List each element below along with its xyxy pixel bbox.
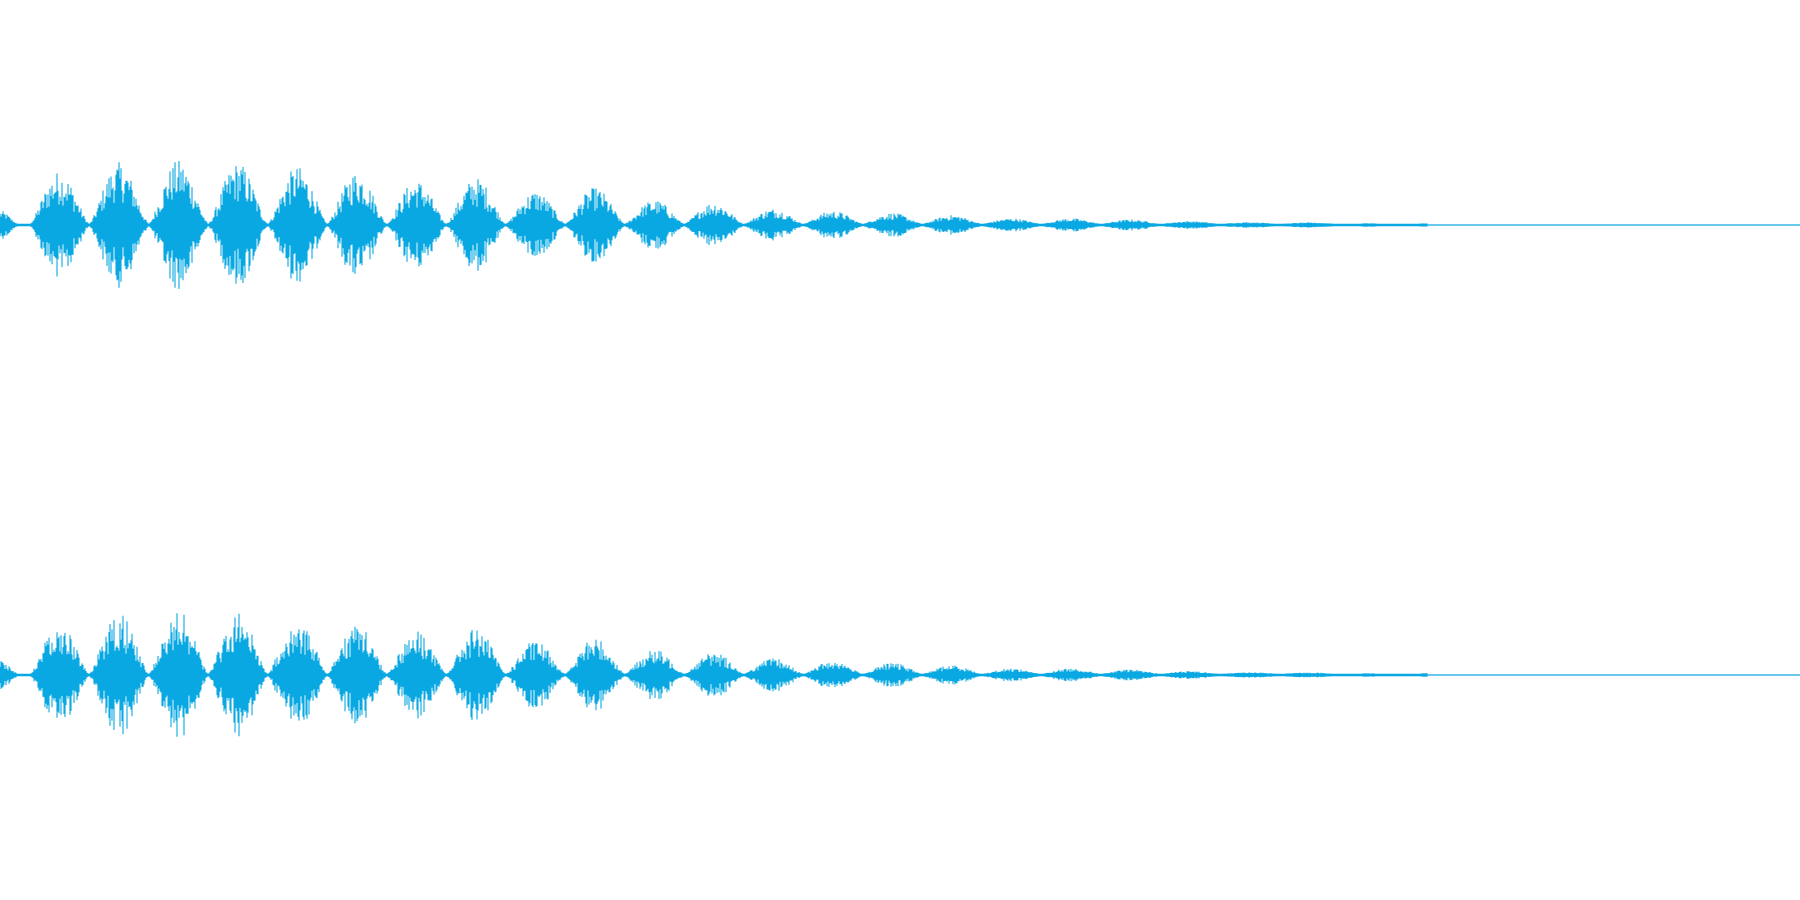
channel-1-waveform bbox=[0, 161, 1800, 289]
channel-2-waveform bbox=[0, 613, 1800, 737]
